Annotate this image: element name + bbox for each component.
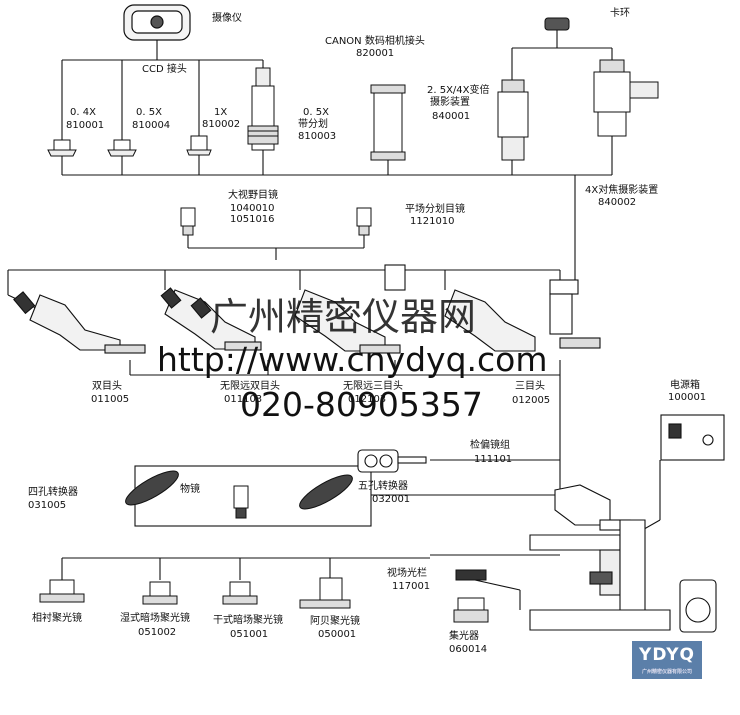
power-box-label: 电源箱 xyxy=(670,380,700,391)
power-box-code: 100001 xyxy=(668,392,707,403)
five-nosepiece-code: 032001 xyxy=(372,494,411,505)
watermark-company: 广州精密仪器网 xyxy=(210,295,477,339)
four-nosepiece-code: 031005 xyxy=(28,500,67,511)
bino-head-label: 双目头 xyxy=(92,381,122,392)
dry-dark-condenser-label: 干式暗场聚光镜 xyxy=(213,615,283,626)
inf-bino-head-label: 无限远双目头 xyxy=(220,381,280,392)
ydyq-logo: YDYQ 广州精密仪器有限公司 xyxy=(632,641,702,679)
ccd-1x-label: 1X xyxy=(214,107,228,118)
wet-dark-condenser-label: 湿式暗场聚光镜 xyxy=(120,613,190,624)
watermark-phone: 020-80905357 xyxy=(240,385,483,424)
focus-photo-code: 840002 xyxy=(598,197,637,208)
ccd-adapter-label: CCD 接头 xyxy=(142,64,187,75)
bino-head-code: 011005 xyxy=(91,394,130,405)
phase-condenser-label: 相衬聚光镜 xyxy=(32,613,82,624)
trino-head-label: 三目头 xyxy=(515,381,545,392)
focus-photo-label: 4X对焦摄影装置 xyxy=(585,185,659,196)
ccd-04x-label: 0. 4X xyxy=(70,107,96,118)
polarizer-label: 检偏镜组 xyxy=(470,440,510,451)
abbe-condenser-label: 阿贝聚光镜 xyxy=(310,616,360,627)
inf-bino-head-code: 011103 xyxy=(224,394,263,405)
wet-dark-condenser-code: 051002 xyxy=(138,627,177,638)
condenser-code: 060014 xyxy=(449,644,488,655)
ccd-1x-code: 810002 xyxy=(202,119,241,130)
zoom-photo-code: 840001 xyxy=(432,111,471,122)
field-diaphragm-label: 视场光栏 xyxy=(387,568,427,579)
dry-dark-condenser-code: 051001 xyxy=(230,629,269,640)
zoom-photo-label2: 摄影装置 xyxy=(430,97,470,108)
flat-eyepiece-code: 1121010 xyxy=(410,216,455,227)
five-nosepiece-label: 五孔转换器 xyxy=(358,481,408,492)
abbe-condenser-code: 050001 xyxy=(318,629,357,640)
flat-eyepiece-label: 平场分划目镜 xyxy=(405,204,465,215)
camera-label: 摄像仪 xyxy=(212,13,242,24)
field-diaphragm-code: 117001 xyxy=(392,581,431,592)
objective-label: 物镜 xyxy=(180,484,200,495)
ccd-05x-reticle-label1: 0. 5X xyxy=(303,107,329,118)
logo-subtext: 广州精密仪器有限公司 xyxy=(641,669,692,675)
condenser-label: 集光器 xyxy=(449,631,479,642)
ccd-05x-code: 810004 xyxy=(132,120,171,131)
canon-adapter-code: 820001 xyxy=(356,48,395,59)
ccd-05x-label: 0. 5X xyxy=(136,107,162,118)
logo-text: YDYQ xyxy=(639,645,695,665)
four-nosepiece-label: 四孔转换器 xyxy=(28,487,78,498)
inf-trino-head-code: 012103 xyxy=(348,394,387,405)
canon-adapter-label: CANON 数码相机接头 xyxy=(325,36,425,47)
inf-trino-head-label: 无限远三目头 xyxy=(343,381,403,392)
watermark-url: http://www.cnydyq.com xyxy=(157,340,548,379)
zoom-photo-label1: 2. 5X/4X变倍 xyxy=(427,85,490,96)
trino-head-code: 012005 xyxy=(512,395,551,406)
clamp-ring-label: 卡环 xyxy=(610,8,630,19)
wide-eyepiece-label: 大视野目镜 xyxy=(228,190,278,201)
wide-eyepiece-code2: 1051016 xyxy=(230,214,275,225)
ccd-05x-reticle-label2: 带分划 xyxy=(298,119,328,130)
ccd-05x-reticle-code: 810003 xyxy=(298,131,337,142)
ccd-04x-code: 810001 xyxy=(66,120,105,131)
wide-eyepiece-code1: 1040010 xyxy=(230,203,275,214)
polarizer-code: 111101 xyxy=(474,454,513,465)
